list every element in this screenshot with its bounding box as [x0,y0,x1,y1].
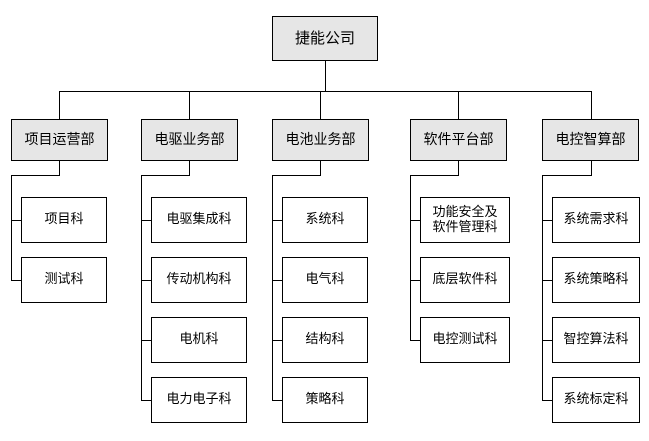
connector-dept3-spine [272,175,273,400]
connector-dept4-spine [410,175,411,340]
connector-dept5-spine [542,175,543,400]
section-node-5-3[interactable]: 智控算法科 [552,317,640,363]
connector-dept2-tick-4 [141,400,152,401]
root-node-company[interactable]: 捷能公司 [272,16,378,61]
section-node-3-2[interactable]: 电气科 [282,257,368,303]
department-node-2[interactable]: 电驱业务部 [141,119,238,161]
connector-dept3-tick-4 [272,400,283,401]
connector-root-stem [325,61,326,92]
connector-dept3-stem [320,161,321,176]
connector-dept1-elbow [11,175,60,176]
connector-dept3-tick-1 [272,220,283,221]
connector-dept5-tick-4 [542,400,553,401]
connector-dept2-tick-2 [141,280,152,281]
connector-dept5-tick-3 [542,340,553,341]
connector-trunk-drop-1 [59,91,60,119]
section-node-1-1[interactable]: 项目科 [21,197,107,243]
section-node-4-3[interactable]: 电控测试科 [420,317,510,363]
connector-dept4-tick-3 [410,340,421,341]
connector-dept4-elbow [410,175,459,176]
section-node-1-2[interactable]: 测试科 [21,257,107,303]
connector-dept4-tick-1 [410,220,421,221]
section-node-5-4[interactable]: 系统标定科 [552,377,640,423]
connector-trunk-drop-3 [320,91,321,119]
section-node-2-4[interactable]: 电力电子科 [151,377,247,423]
section-node-5-1[interactable]: 系统需求科 [552,197,640,243]
department-node-5[interactable]: 电控智算部 [542,119,639,161]
connector-dept1-stem [59,161,60,176]
section-node-3-3[interactable]: 结构科 [282,317,368,363]
section-node-3-4[interactable]: 策略科 [282,377,368,423]
connector-dept5-stem [591,161,592,176]
connector-trunk-bar [59,91,592,92]
connector-dept5-tick-2 [542,280,553,281]
section-node-5-2[interactable]: 系统策略科 [552,257,640,303]
connector-dept3-tick-3 [272,340,283,341]
connector-dept1-spine [11,175,12,280]
section-node-2-2[interactable]: 传动机构科 [151,257,247,303]
connector-dept5-elbow [542,175,592,176]
connector-dept1-tick-1 [11,220,22,221]
connector-dept2-spine [141,175,142,400]
connector-dept3-tick-2 [272,280,283,281]
connector-dept3-elbow [272,175,321,176]
connector-trunk-drop-2 [189,91,190,119]
connector-trunk-drop-4 [458,91,459,119]
department-node-1[interactable]: 项目运营部 [11,119,108,161]
connector-dept4-stem [458,161,459,176]
connector-dept2-tick-3 [141,340,152,341]
connector-dept2-tick-1 [141,220,152,221]
connector-dept1-tick-2 [11,280,22,281]
connector-trunk-drop-5 [591,91,592,119]
connector-dept2-elbow [141,175,190,176]
section-node-3-1[interactable]: 系统科 [282,197,368,243]
section-node-2-3[interactable]: 电机科 [151,317,247,363]
department-node-3[interactable]: 电池业务部 [272,119,369,161]
connector-dept4-tick-2 [410,280,421,281]
department-node-4[interactable]: 软件平台部 [410,119,507,161]
connector-dept2-stem [189,161,190,176]
section-node-4-1[interactable]: 功能安全及 软件管理科 [420,197,510,243]
section-node-4-2[interactable]: 底层软件科 [420,257,510,303]
connector-dept5-tick-1 [542,220,553,221]
section-node-2-1[interactable]: 电驱集成科 [151,197,247,243]
